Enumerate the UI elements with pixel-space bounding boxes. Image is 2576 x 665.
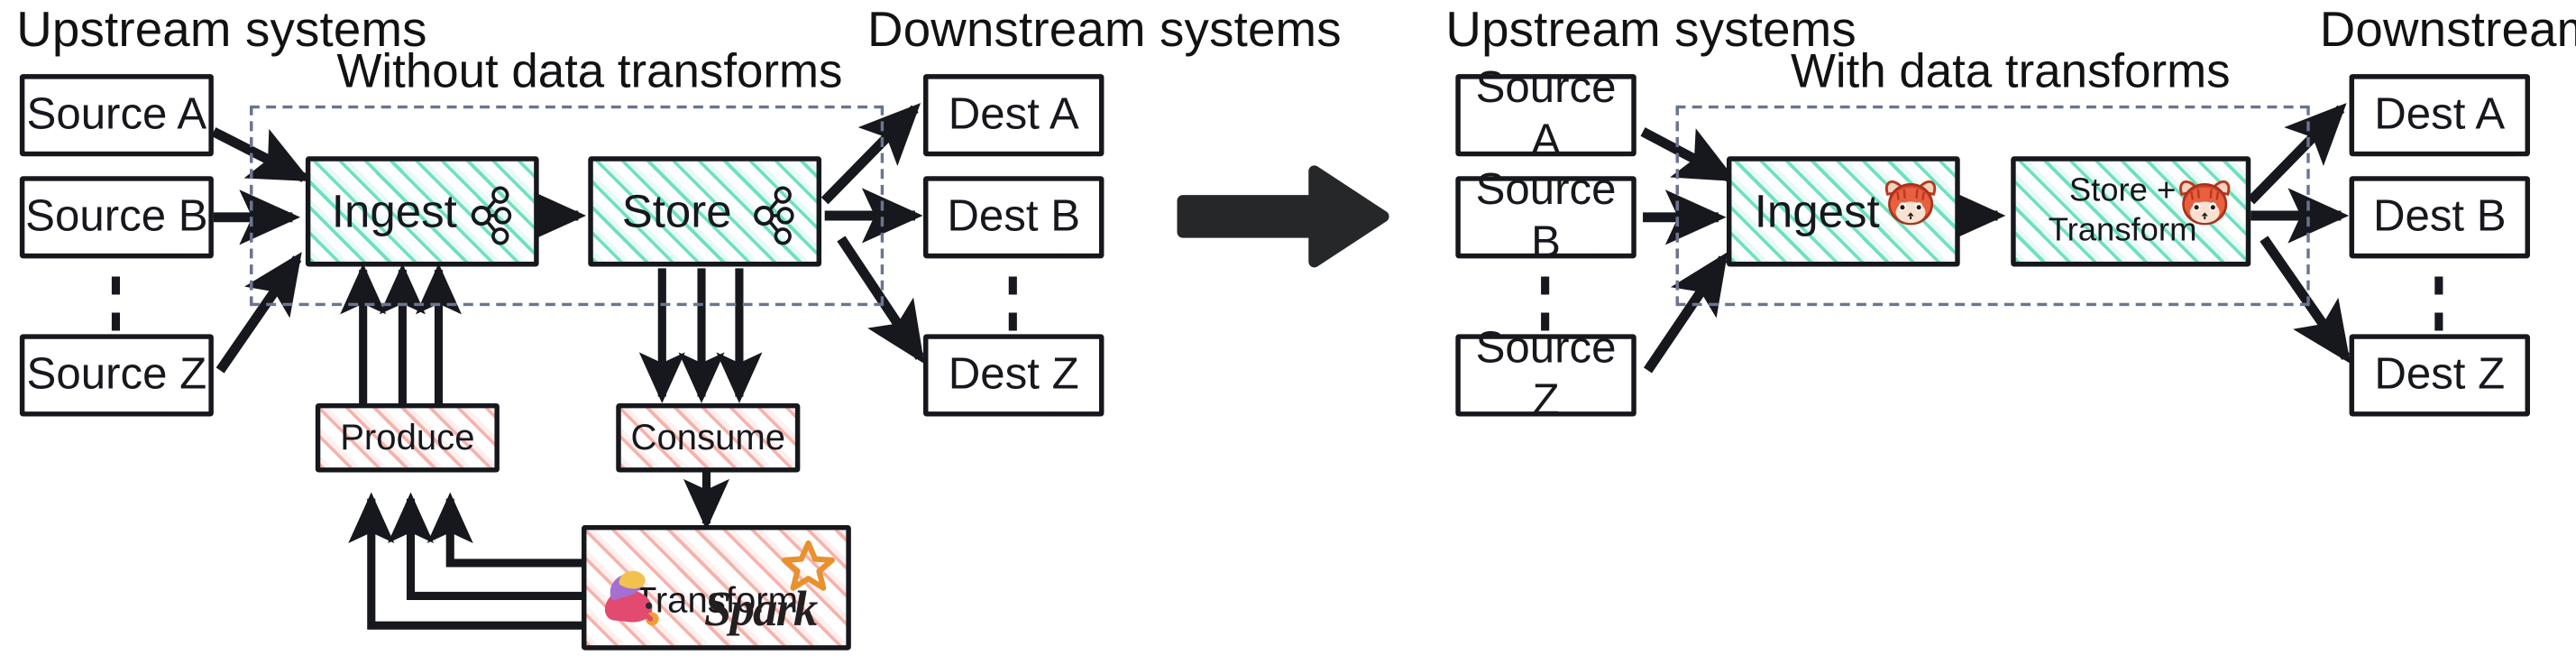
left-source-ellipsis: [111, 276, 121, 359]
left-dest-label-b: Dest B: [947, 190, 1081, 241]
right-downstream-label: Downstream systems: [2319, 3, 2576, 58]
transform-box[interactable]: Transform Spark: [582, 524, 851, 651]
right-ingest-box[interactable]: Ingest: [1726, 156, 1960, 267]
left-pipeline-boundary: [249, 105, 885, 307]
right-dest-label-b: Dest B: [2372, 190, 2507, 241]
right-source-box-z[interactable]: Source Z: [1455, 323, 1636, 425]
left-source-label-a: Source A: [26, 88, 207, 139]
left-dest-label-a: Dest A: [948, 88, 1079, 139]
right-ingest-label: Ingest: [1754, 186, 1880, 237]
right-dest-box-b[interactable]: Dest B: [2349, 176, 2530, 259]
right-dest-ellipsis: [2434, 276, 2443, 359]
left-dest-box-z[interactable]: Dest Z: [923, 334, 1105, 417]
right-pipeline-boundary: [1675, 105, 2310, 307]
left-ingest-label: Ingest: [331, 186, 457, 237]
left-ingest-box[interactable]: Ingest: [305, 156, 539, 267]
transform-label: Transform: [634, 579, 798, 621]
right-source-box-b[interactable]: Source B: [1455, 165, 1636, 267]
left-downstream-label: Downstream systems: [867, 3, 1342, 58]
left-dest-ellipsis: [1008, 276, 1017, 359]
left-dest-box-b[interactable]: Dest B: [923, 176, 1105, 259]
right-dest-label-a: Dest A: [2374, 88, 2506, 139]
right-dest-box-a[interactable]: Dest A: [2349, 74, 2530, 157]
kafka-icon: [751, 186, 797, 256]
left-source-box-a[interactable]: Source A: [19, 74, 214, 157]
transform-to-produce-arrows: [348, 492, 583, 630]
left-source-box-b[interactable]: Source B: [19, 176, 214, 259]
left-dest-label-z: Dest Z: [948, 348, 1079, 399]
left-store-label: Store: [621, 186, 732, 237]
big-right-arrow-icon: [1177, 165, 1389, 268]
right-source-label-a: Source A: [1475, 62, 1617, 165]
produce-box[interactable]: Produce: [315, 402, 500, 473]
consume-label: Consume: [630, 416, 786, 458]
left-source-label-b: Source B: [25, 190, 208, 241]
kafka-icon: [468, 186, 514, 256]
left-store-box[interactable]: Store: [588, 156, 822, 267]
right-dest-label-z: Dest Z: [2374, 348, 2506, 399]
right-source-box-a[interactable]: Source A: [1455, 63, 1636, 164]
left-source-box-z[interactable]: Source Z: [19, 334, 214, 417]
left-dest-box-a[interactable]: Dest A: [923, 74, 1105, 157]
left-upstream-label: Upstream systems: [16, 3, 427, 58]
left-panel-title: Without data transforms: [336, 46, 843, 99]
left-source-label-z: Source Z: [26, 348, 207, 399]
right-panel-title: With data transforms: [1791, 46, 2231, 99]
right-upstream-label: Upstream systems: [1445, 3, 1856, 58]
right-source-label-b: Source B: [1475, 164, 1617, 267]
right-dest-box-z[interactable]: Dest Z: [2349, 334, 2530, 417]
right-source-ellipsis: [1541, 276, 1550, 359]
produce-label: Produce: [340, 416, 475, 458]
right-store-transform-box[interactable]: Store + Transform: [2011, 156, 2251, 267]
right-store-transform-label: Store + Transform: [2048, 172, 2197, 248]
redpanda-icon: [1883, 178, 1939, 238]
right-source-label-z: Source Z: [1475, 322, 1617, 425]
consume-box[interactable]: Consume: [616, 402, 801, 473]
spark-logo-icon: Spark: [704, 582, 818, 637]
